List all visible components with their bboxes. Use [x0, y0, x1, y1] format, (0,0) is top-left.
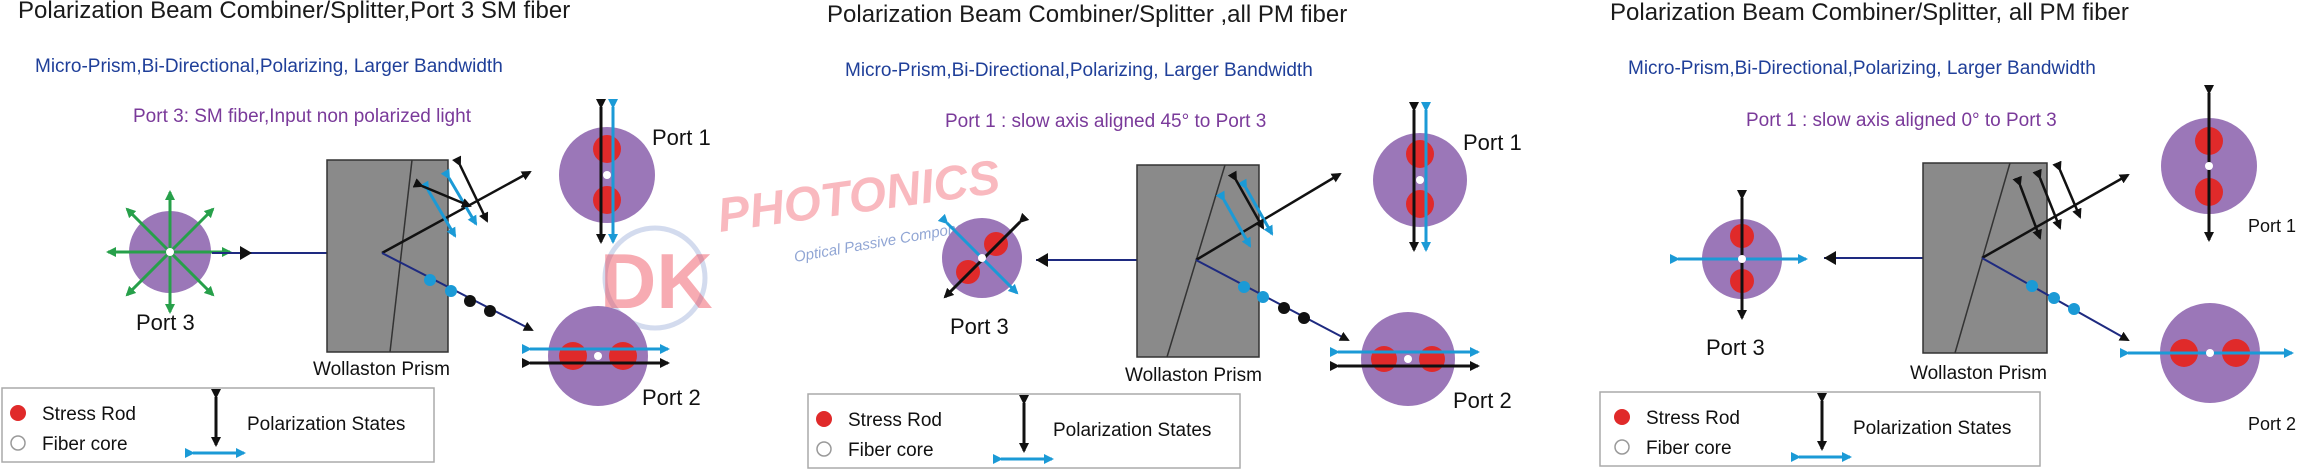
panel-2-port3-fiber [937, 212, 1030, 299]
panel-3-port2-fiber [2120, 303, 2294, 403]
panel-3-port1-label: Port 1 [2248, 216, 2296, 236]
panel-3-title: Polarization Beam Combiner/Splitter, all… [1610, 0, 2129, 26]
panel-3-prism-label: Wollaston Prism [1910, 363, 2047, 384]
panel-3-subtitle: Micro-Prism,Bi-Directional,Polarizing, L… [1628, 58, 2096, 79]
panel-3-port3-fiber [1670, 190, 1808, 320]
fiber-core-icon [10, 435, 26, 451]
panel-3: Polarization Beam Combiner/Splitter, all… [1599, 0, 2296, 467]
legend-fiber-core: Fiber core [848, 440, 934, 461]
panel-3-legend: Stress Rod Fiber core Polarization State… [1599, 391, 2041, 467]
stress-rod-icon [1614, 409, 1630, 425]
panel-2-port3-label: Port 3 [950, 314, 1009, 339]
panel-1-port1-label: Port 1 [652, 125, 711, 150]
watermark-logo: DK PHOTONICS Optical Passive Components [600, 151, 1003, 331]
fiber-core-icon [816, 441, 832, 457]
legend-polarization-states: Polarization States [1853, 418, 2011, 439]
panel-2: Polarization Beam Combiner/Splitter ,all… [807, 1, 1522, 469]
watermark-brand-big: DK [600, 237, 713, 325]
panel-3-note: Port 1 : slow axis aligned 0° to Port 3 [1746, 110, 2057, 131]
legend-stress-rod: Stress Rod [1646, 408, 1740, 429]
panel-1-port3-fiber [106, 190, 232, 314]
panel-1-title: Polarization Beam Combiner/Splitter,Port… [18, 0, 570, 24]
panel-2-port2-label: Port 2 [1453, 388, 1512, 413]
panel-1-port3-label: Port 3 [136, 310, 195, 335]
legend-stress-rod: Stress Rod [848, 410, 942, 431]
legend-polarization-states: Polarization States [1053, 420, 1211, 441]
stress-rod-icon [10, 405, 26, 421]
panel-2-note: Port 1 : slow axis aligned 45° to Port 3 [945, 111, 1266, 132]
stress-rod-icon [816, 411, 832, 427]
panel-2-prism-label: Wollaston Prism [1125, 365, 1262, 386]
panel-1-subtitle: Micro-Prism,Bi-Directional,Polarizing, L… [35, 56, 503, 77]
panel-2-title: Polarization Beam Combiner/Splitter ,all… [827, 1, 1347, 28]
panel-2-legend: Stress Rod Fiber core Polarization State… [807, 393, 1241, 469]
legend-fiber-core: Fiber core [42, 434, 128, 455]
panel-2-lower-beam [1195, 259, 1350, 341]
panel-3-wollaston-prism [1922, 162, 2048, 354]
panel-3-port2-label: Port 2 [2248, 414, 2296, 434]
panel-1-prism-label: Wollaston Prism [313, 359, 450, 380]
panel-1-lower-beam [381, 252, 534, 331]
legend-stress-rod: Stress Rod [42, 404, 136, 425]
panel-2-port2-fiber [1330, 312, 1480, 406]
panel-1-port2-label: Port 2 [642, 385, 701, 410]
fiber-core-icon [1614, 439, 1630, 455]
legend-polarization-states: Polarization States [247, 414, 405, 435]
panel-3-port1-fiber [2161, 85, 2257, 242]
panel-2-port1-fiber [1373, 102, 1467, 252]
panel-2-subtitle: Micro-Prism,Bi-Directional,Polarizing, L… [845, 60, 1313, 81]
panel-3-port3-label: Port 3 [1706, 335, 1765, 360]
panel-2-port1-label: Port 1 [1463, 130, 1522, 155]
panel-1-note: Port 3: SM fiber,Input non polarized lig… [133, 106, 472, 127]
panel-1: Polarization Beam Combiner/Splitter,Port… [1, 0, 711, 463]
panel-1-port2-fiber [522, 306, 670, 406]
legend-fiber-core: Fiber core [1646, 438, 1732, 459]
panel-1-legend: Stress Rod Fiber core Polarization State… [1, 387, 435, 463]
panel-1-beam-arrowhead [240, 246, 252, 260]
panel-1-port1-fiber [559, 99, 655, 244]
omni-polarization-icon [106, 190, 232, 314]
